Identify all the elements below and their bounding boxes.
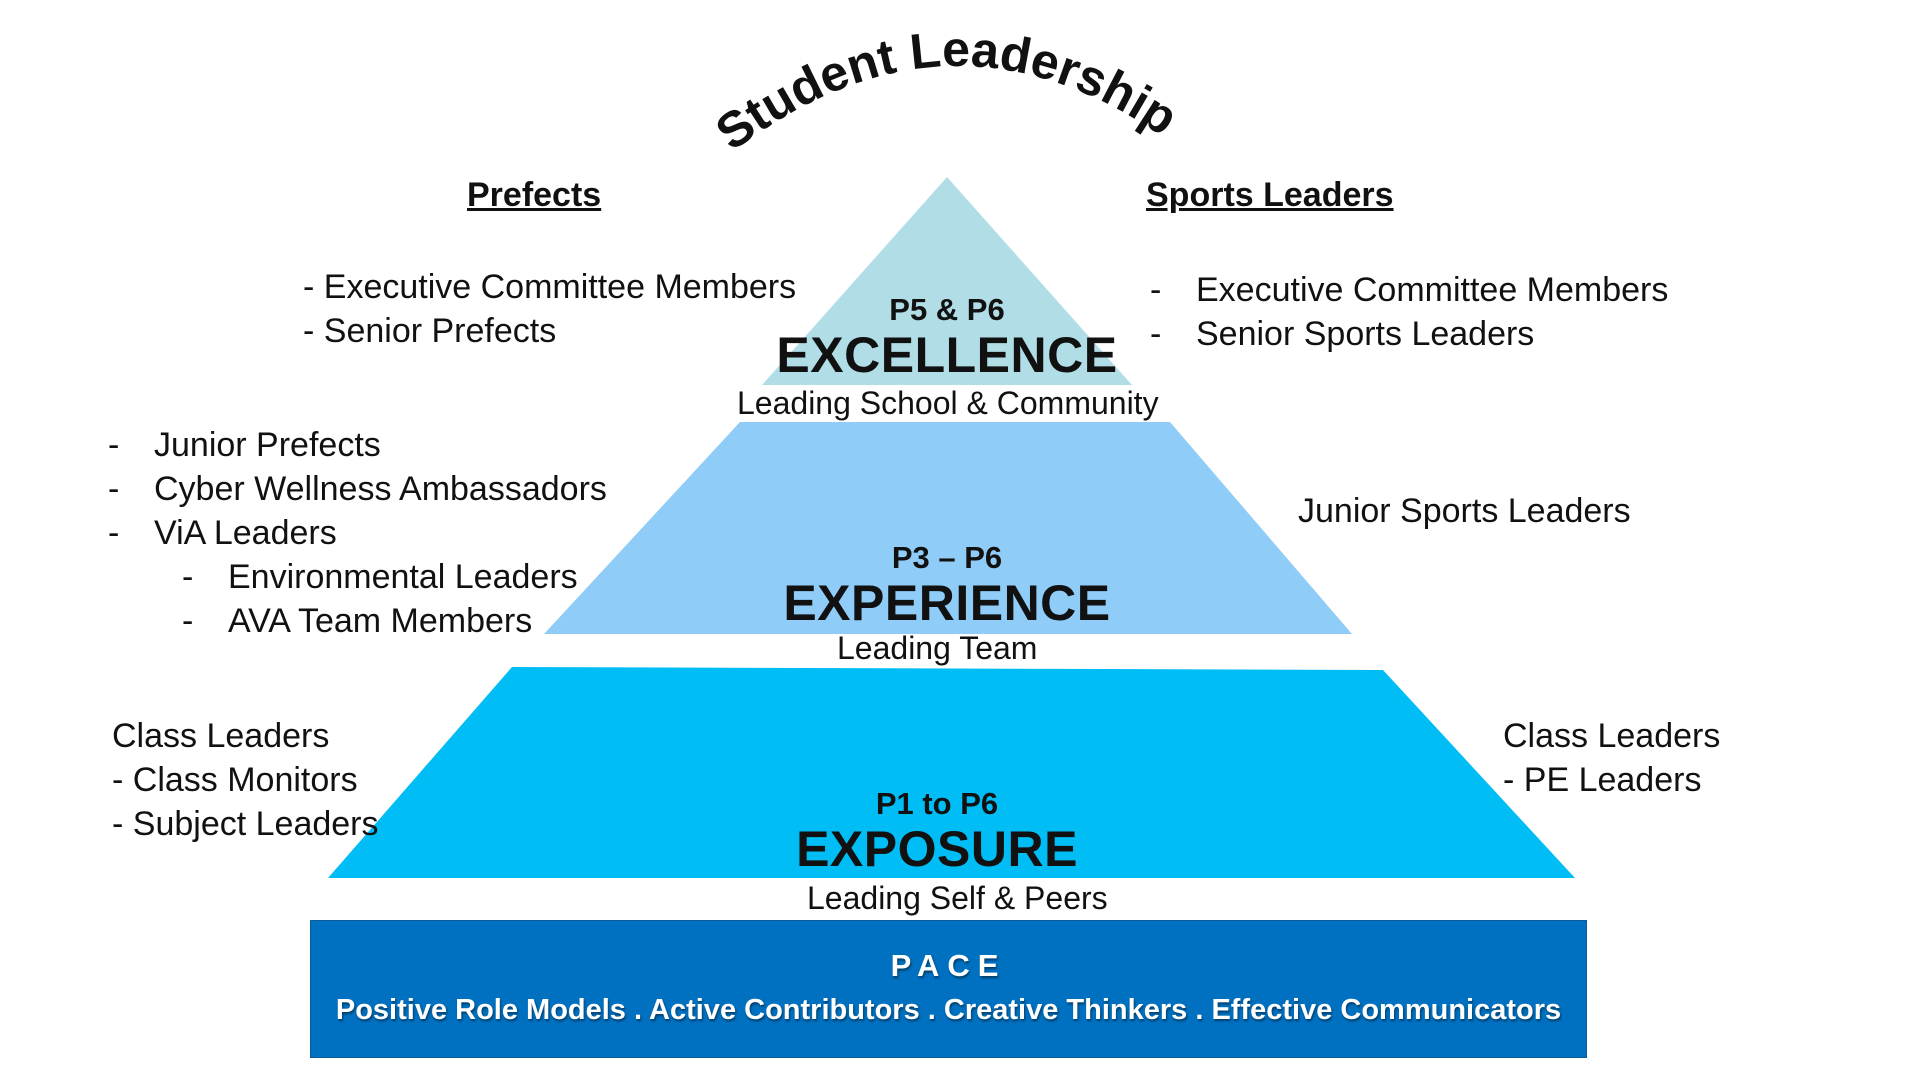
list-dash: - xyxy=(1150,271,1162,309)
list-item-text: Cyber Wellness Ambassadors xyxy=(154,470,607,508)
list-dash: - xyxy=(108,514,120,552)
tier-excellence-grade: P5 & P6 xyxy=(889,292,1005,327)
sports-leaders-heading: Sports Leaders xyxy=(1146,176,1394,214)
list-item: -Cyber Wellness Ambassadors xyxy=(108,467,607,511)
list-item: Class Leaders xyxy=(112,717,330,755)
prefects-class-list: Class Leaders - Class Monitors - Subject… xyxy=(112,714,379,846)
list-dash: - xyxy=(108,470,120,508)
list-dash: - xyxy=(182,558,194,596)
list-item: -AVA Team Members xyxy=(108,599,607,643)
list-item: - Senior Prefects xyxy=(303,312,557,350)
tier-excellence-label: P5 & P6 EXCELLENCE xyxy=(747,292,1147,382)
tier-excellence-level: EXCELLENCE xyxy=(776,327,1118,383)
list-item: -Executive Committee Members xyxy=(1150,268,1668,312)
list-dash: - xyxy=(108,426,120,464)
pace-title: PACE xyxy=(890,948,1007,983)
tier-experience-shape xyxy=(544,422,1352,634)
list-item: - Executive Committee Members xyxy=(303,268,797,306)
list-item-text: Environmental Leaders xyxy=(228,558,578,596)
prefects-heading: Prefects xyxy=(467,176,602,214)
sports-senior-list: -Executive Committee Members -Senior Spo… xyxy=(1150,268,1668,356)
list-item: - Subject Leaders xyxy=(112,805,379,843)
list-item: -ViA Leaders xyxy=(108,511,607,555)
tier-excellence-subtitle: Leading School & Community xyxy=(737,385,1159,421)
list-item-text: AVA Team Members xyxy=(228,602,533,640)
tier-exposure-grade: P1 to P6 xyxy=(875,786,999,821)
prefects-junior-list: -Junior Prefects -Cyber Wellness Ambassa… xyxy=(108,423,607,643)
prefects-senior-list: - Executive Committee Members - Senior P… xyxy=(303,265,796,353)
tier-exposure-label: P1 to P6 EXPOSURE xyxy=(737,786,1137,876)
tier-exposure-shape xyxy=(328,667,1575,878)
junior-sports-leaders: Junior Sports Leaders xyxy=(1298,492,1631,530)
list-item: - Class Monitors xyxy=(112,761,358,799)
list-item: -Senior Sports Leaders xyxy=(1150,312,1668,356)
list-dash: - xyxy=(182,602,194,640)
tier-exposure-level: EXPOSURE xyxy=(796,821,1078,877)
list-item: -Junior Prefects xyxy=(108,423,607,467)
sports-class-list: Class Leaders - PE Leaders xyxy=(1503,714,1720,802)
list-item: -Environmental Leaders xyxy=(108,555,607,599)
list-item-text: ViA Leaders xyxy=(154,514,337,552)
tier-excellence-shape xyxy=(762,177,1132,385)
tier-experience-grade: P3 – P6 xyxy=(891,540,1003,575)
tier-experience-subtitle: Leading Team xyxy=(837,630,1038,666)
pace-banner: PACE Positive Role Models . Active Contr… xyxy=(310,920,1587,1058)
list-item: - PE Leaders xyxy=(1503,761,1702,799)
pace-values: Positive Role Models . Active Contributo… xyxy=(335,994,1562,1026)
list-item: Class Leaders xyxy=(1503,717,1721,755)
list-item-text: Senior Sports Leaders xyxy=(1196,315,1535,353)
list-dash: - xyxy=(1150,315,1162,353)
list-item-text: Executive Committee Members xyxy=(1196,271,1669,309)
tier-experience-level: EXPERIENCE xyxy=(783,575,1111,631)
tier-exposure-subtitle: Leading Self & Peers xyxy=(807,880,1108,916)
list-item-text: Junior Prefects xyxy=(154,426,381,464)
tier-experience-label: P3 – P6 EXPERIENCE xyxy=(747,540,1147,630)
